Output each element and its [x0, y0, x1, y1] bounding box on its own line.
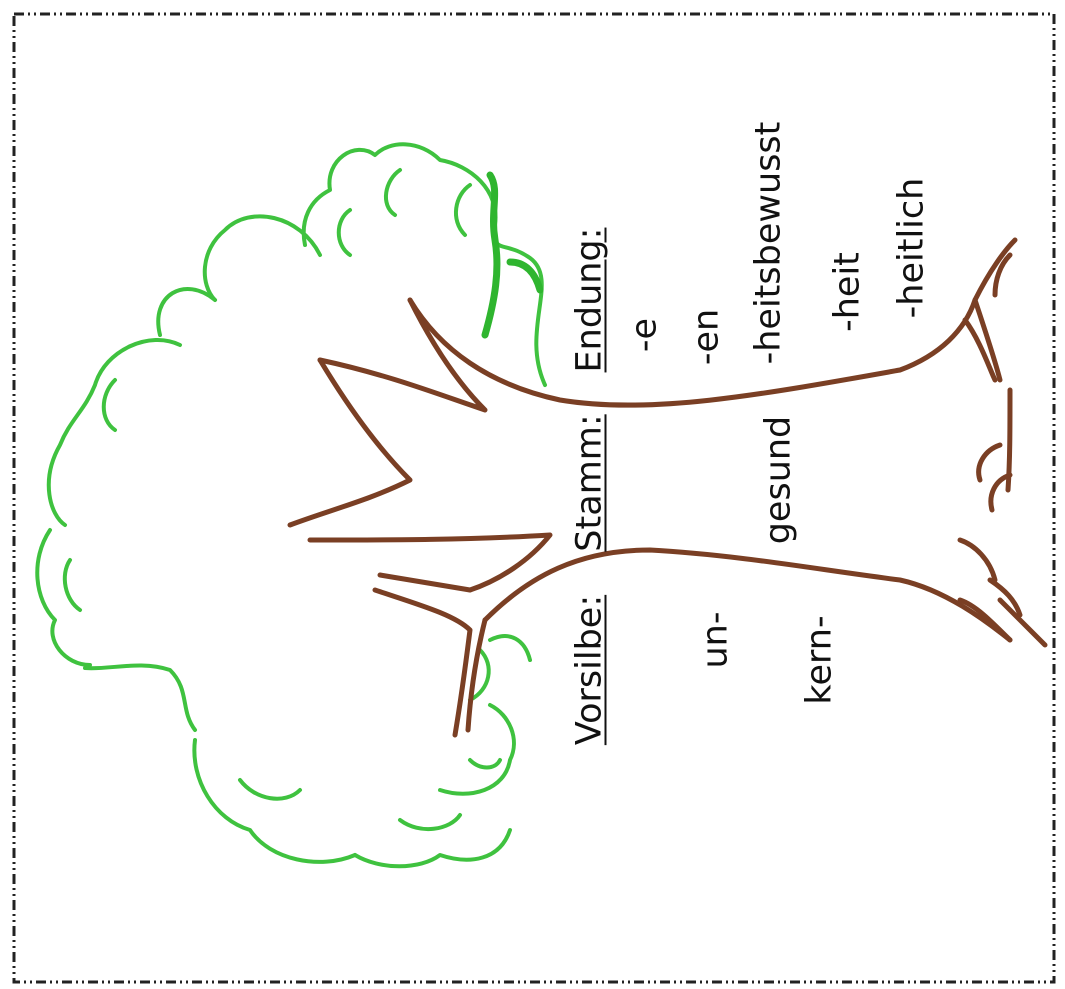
- tree-crown-shading: [481, 171, 544, 339]
- suffix-item: -heitlich: [891, 177, 932, 319]
- tree-trunk: [287, 237, 1048, 738]
- prefix-item: kern-: [799, 615, 840, 705]
- prefix-item: un-: [695, 611, 736, 669]
- header-prefix: Vorsilbe:: [569, 594, 610, 746]
- suffix-item: -e: [624, 317, 665, 353]
- suffix-item: -en: [686, 308, 727, 366]
- suffix-item: -heit: [827, 252, 868, 332]
- stem-item: gesund: [758, 415, 799, 545]
- suffix-item: -heitsbewusst: [748, 121, 789, 365]
- tree-crown: [35, 142, 547, 869]
- header-suffix: Endung:: [569, 227, 610, 373]
- header-stem: Stamm:: [569, 414, 610, 552]
